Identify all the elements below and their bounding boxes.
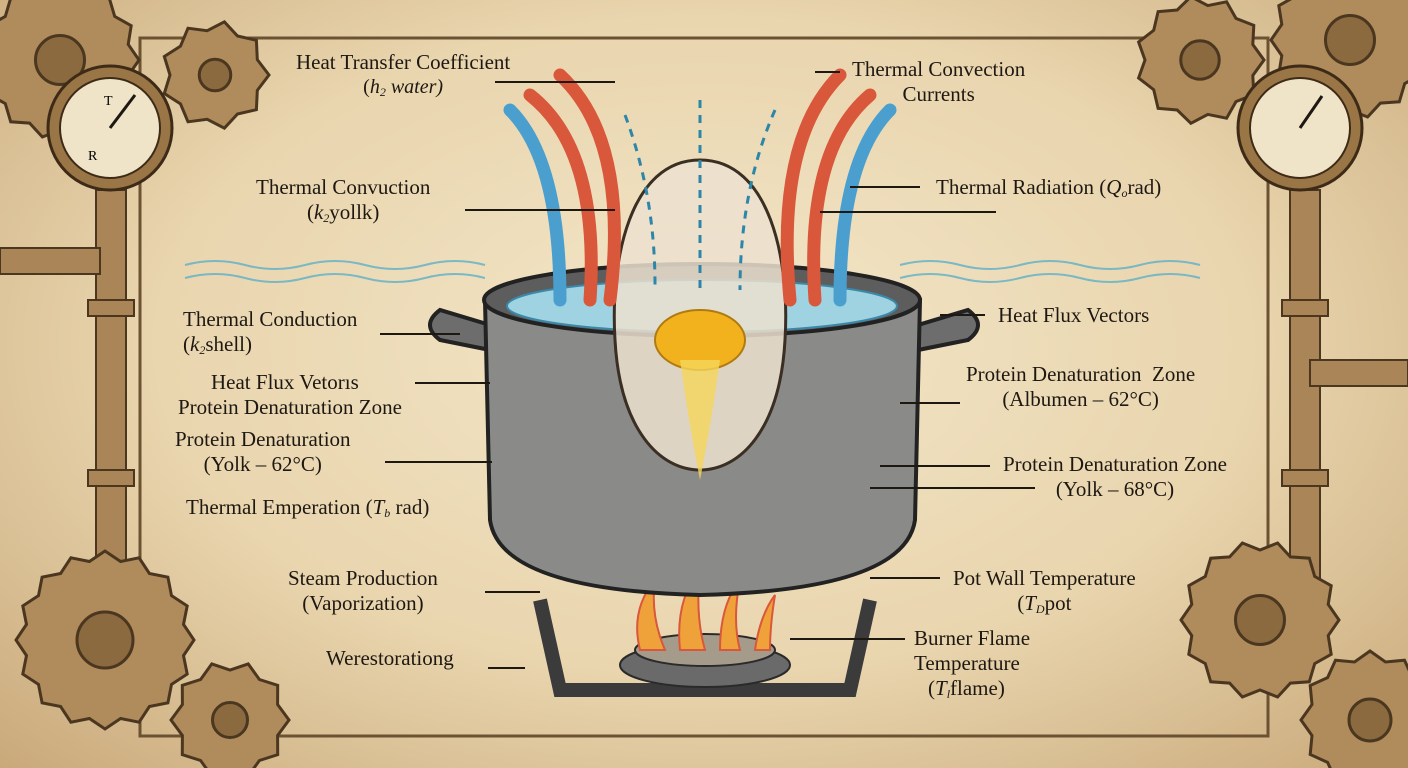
label-thermal-radiation: Thermal Radiation (Qorad) xyxy=(936,175,1161,206)
gauge-mark: R xyxy=(88,149,98,164)
formula-part: ( xyxy=(183,332,190,356)
formula-var: T xyxy=(1024,591,1036,615)
label-heat-transfer-coefficient: Heat Transfer Coefficient (h2 water) xyxy=(296,50,510,105)
formula-var: T xyxy=(372,495,385,519)
burner-stand xyxy=(533,598,877,697)
left-gauge: T R xyxy=(46,64,174,192)
formula-part: ( xyxy=(1017,591,1025,615)
convection-dashed-arrows xyxy=(623,100,777,291)
formula-part: pot xyxy=(1044,591,1072,615)
label-line: Currents xyxy=(902,82,975,106)
label-thermal-emperation: Thermal Emperation (Tb rad) xyxy=(186,495,429,526)
formula-part: rad) xyxy=(390,495,430,519)
hot-arrow xyxy=(807,88,877,307)
formula-part: flame) xyxy=(950,676,1005,700)
label-steam-production: Steam Production (Vaporization) xyxy=(288,566,438,616)
formula-sub: l xyxy=(946,687,951,701)
label-line: (Yolk – 62°C) xyxy=(203,452,322,476)
label-line: (Vaporization) xyxy=(302,591,424,615)
hot-arrow xyxy=(780,68,847,307)
label-line: Thermal Convection xyxy=(852,57,1026,81)
gear-icon xyxy=(1299,649,1408,768)
gear-icon xyxy=(1136,0,1266,126)
hot-arrow xyxy=(553,68,621,307)
formula-var: k xyxy=(313,200,324,224)
label-protein-zone-left: Protein Denaturation Zone xyxy=(178,395,402,419)
label-formula: (h2 water) xyxy=(296,75,510,105)
label-line: Temperature xyxy=(914,651,1020,675)
egg xyxy=(612,158,788,480)
formula-sub: 2 xyxy=(199,343,206,357)
formula-part: yollk) xyxy=(329,200,380,224)
formula-part: shell) xyxy=(205,332,252,356)
cold-arrow xyxy=(503,103,567,307)
formula-sub: o xyxy=(1121,186,1128,200)
label-pot-wall-temperature: Pot Wall Temperature (TDpot xyxy=(953,566,1136,622)
label-heat-flux-right: Heat Flux Vectors xyxy=(998,303,1150,327)
frame-border xyxy=(138,36,1270,738)
formula-sub: 2 xyxy=(379,85,386,99)
label-line: Pot Wall Temperature xyxy=(953,566,1136,590)
label-protein-albumen-right: Protein Denaturation Zone (Albumen – 62°… xyxy=(966,362,1195,412)
gear-icon xyxy=(14,549,196,731)
gear-icon xyxy=(162,19,271,131)
formula-part: ( xyxy=(306,200,314,224)
formula-var: h xyxy=(369,76,380,98)
label-line: (Yolk – 68°C) xyxy=(1055,477,1175,501)
label-line: Heat Transfer Coefficient xyxy=(296,50,511,74)
gauge-mark: T xyxy=(104,94,113,109)
formula-part: Thermal Radiation ( xyxy=(936,175,1107,199)
label-formula: (k2shell) xyxy=(183,332,357,363)
leader-lines xyxy=(380,71,1035,669)
label-formula: (TDpot xyxy=(953,591,1136,622)
formula-sub: D xyxy=(1035,602,1045,616)
formula-var: T xyxy=(935,676,947,700)
label-line: Steam Production xyxy=(288,566,438,590)
water-waves xyxy=(184,260,1201,283)
formula-part: rad) xyxy=(1127,175,1162,199)
label-convection-currents: Thermal Convection Currents xyxy=(852,57,1025,107)
formula-part: ( xyxy=(928,676,935,700)
formula-part: Thermal Emperation ( xyxy=(186,495,373,519)
label-line: (Albumen – 62°C) xyxy=(1002,387,1159,411)
label-formula: (Tlflame) xyxy=(914,676,1030,707)
cold-arrow xyxy=(833,103,897,307)
formula-sub: 2 xyxy=(323,211,330,225)
label-line: Protein Denaturation Zone xyxy=(966,362,1196,386)
flame-icon xyxy=(636,566,776,651)
formula-sub: b xyxy=(384,506,391,520)
label-thermal-conduction: Thermal Conduction (k2shell) xyxy=(183,307,357,363)
label-protein-yolk-right: Protein Denaturation Zone (Yolk – 68°C) xyxy=(1003,452,1227,502)
gear-icon xyxy=(1179,541,1341,699)
label-line: Protein Denaturation Zone xyxy=(1003,452,1227,476)
right-gauge xyxy=(1236,64,1364,192)
label-heat-flux-left: Heat Flux Vetorıs xyxy=(211,370,359,394)
formula-var: Q xyxy=(1106,175,1122,199)
label-line: Thermal Convuction xyxy=(256,175,431,199)
formula-part: ( xyxy=(363,76,370,98)
gear-icon xyxy=(169,662,291,768)
label-thermal-convuction: Thermal Convuction (k2yollk) xyxy=(256,175,430,231)
label-line: Burner Flame xyxy=(914,626,1031,650)
label-line: Protein Denaturation xyxy=(175,427,351,451)
label-werestorationg: Werestorationg xyxy=(326,646,454,670)
label-line: Thermal Conduction xyxy=(183,307,358,331)
hot-arrow xyxy=(523,88,598,307)
formula-var: k xyxy=(190,332,200,356)
label-protein-yolk-left: Protein Denaturation (Yolk – 62°C) xyxy=(175,427,351,477)
formula-part: water) xyxy=(385,76,444,98)
label-formula: (k2yollk) xyxy=(256,200,430,231)
label-burner-flame-temperature: Burner Flame Temperature (Tlflame) xyxy=(914,626,1030,707)
